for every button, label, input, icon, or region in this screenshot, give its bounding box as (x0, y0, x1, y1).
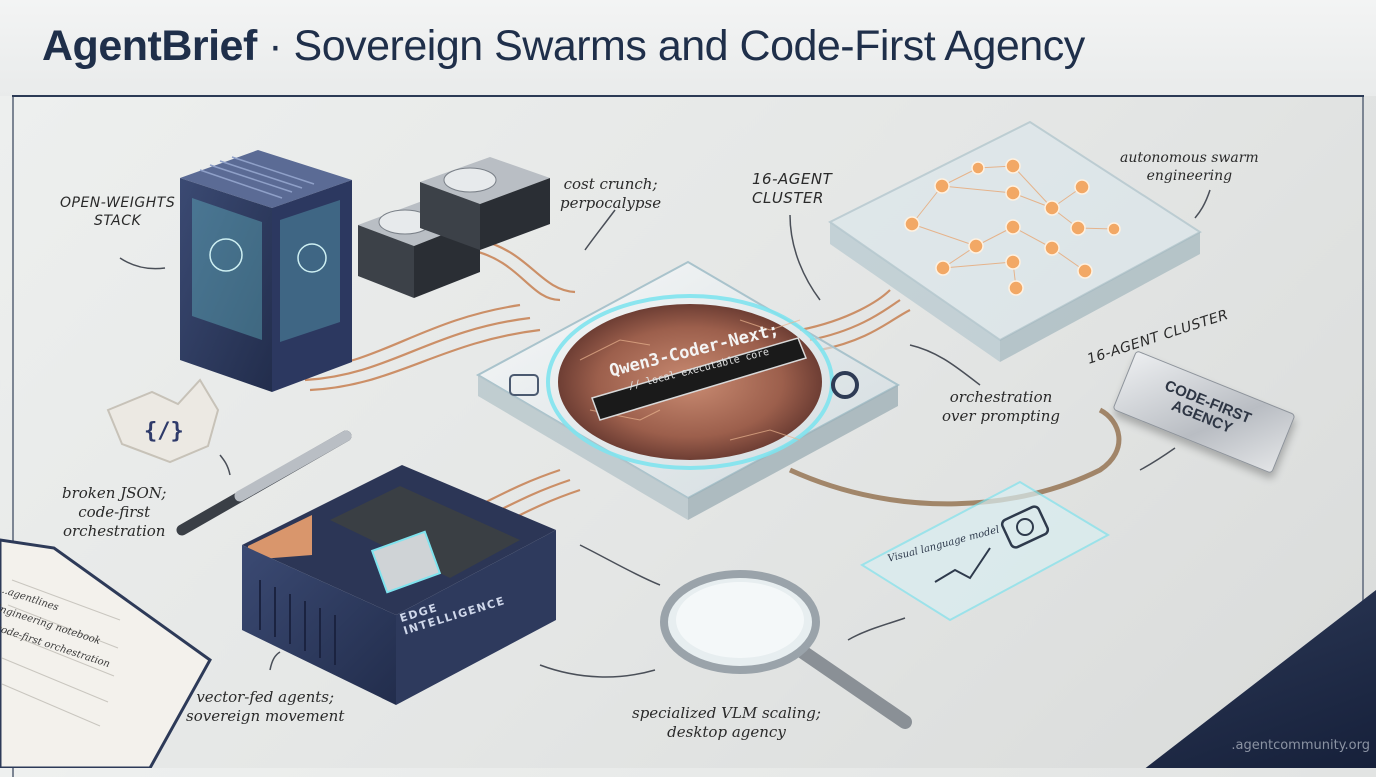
annotation-line: vector-fed agents; (196, 688, 335, 706)
annotation-open-weights: OPEN-WEIGHTS STACK (60, 195, 175, 230)
mini-pc-icon (242, 465, 556, 705)
annotation-line: orchestration (62, 521, 166, 540)
annotation-swarm: autonomous swarm engineering (1120, 150, 1259, 185)
microchip-icon (475, 260, 901, 520)
annotation-orchestration: orchestration over prompting (942, 388, 1060, 426)
annotation-line: desktop agency (667, 722, 786, 741)
title-subtitle: Sovereign Swarms and Code-First Agency (293, 22, 1086, 70)
vlm-panel (859, 480, 1111, 622)
annotation-line: broken JSON; (62, 484, 167, 502)
annotation-line: STACK (94, 212, 142, 229)
code-brackets-icon: {/} (106, 378, 220, 464)
annotation-line: over prompting (942, 406, 1061, 425)
page-title: AgentBrief · Sovereign Swarms and Code-F… (42, 22, 1085, 71)
annotation-line: code-first (78, 502, 151, 521)
annotation-broken-json: broken JSON; code-first orchestration (62, 484, 166, 540)
title-rule (12, 95, 1364, 97)
annotation-line: perpocalypse (560, 193, 662, 212)
annotation-line: OPEN-WEIGHTS (60, 195, 176, 211)
hard-drive-icon (358, 157, 550, 298)
title-brand: AgentBrief (42, 22, 257, 70)
annotation-line: cost crunch; (563, 175, 658, 193)
camera-icon (1000, 505, 1050, 549)
annotation-arrows (119, 189, 1211, 678)
title-bar: AgentBrief · Sovereign Swarms and Code-F… (0, 0, 1376, 96)
annotation-line: orchestration (949, 388, 1053, 406)
annotation-line: engineering (1146, 167, 1233, 184)
annotation-line: autonomous swarm (1120, 150, 1259, 166)
footer-url: .agentcommunity.org (1231, 738, 1370, 753)
pen-icon (176, 430, 352, 536)
annotation-line: CLUSTER (752, 188, 824, 207)
server-rack-icon (180, 150, 352, 392)
annotation-cluster-top: 16-AGENT CLUSTER (752, 170, 832, 208)
annotation-cost-crunch: cost crunch; perpocalypse (560, 175, 661, 213)
frame-line-left (12, 97, 14, 777)
frame-line-right (1362, 97, 1364, 617)
neural-network-icon (828, 120, 1202, 362)
annotation-vector-fed: vector-fed agents; sovereign movement (186, 688, 344, 726)
title-separator: · (256, 22, 294, 70)
magnifying-glass-icon (660, 570, 912, 729)
annotation-line: 16-AGENT (752, 170, 833, 188)
svg-text:{/}: {/} (144, 419, 184, 444)
chart-icon (934, 547, 991, 583)
annotation-line: sovereign movement (186, 706, 345, 725)
notebook-icon (0, 538, 212, 768)
annotation-line: specialized VLM scaling; (632, 704, 821, 722)
annotation-vlm-scaling: specialized VLM scaling; desktop agency (632, 704, 821, 742)
